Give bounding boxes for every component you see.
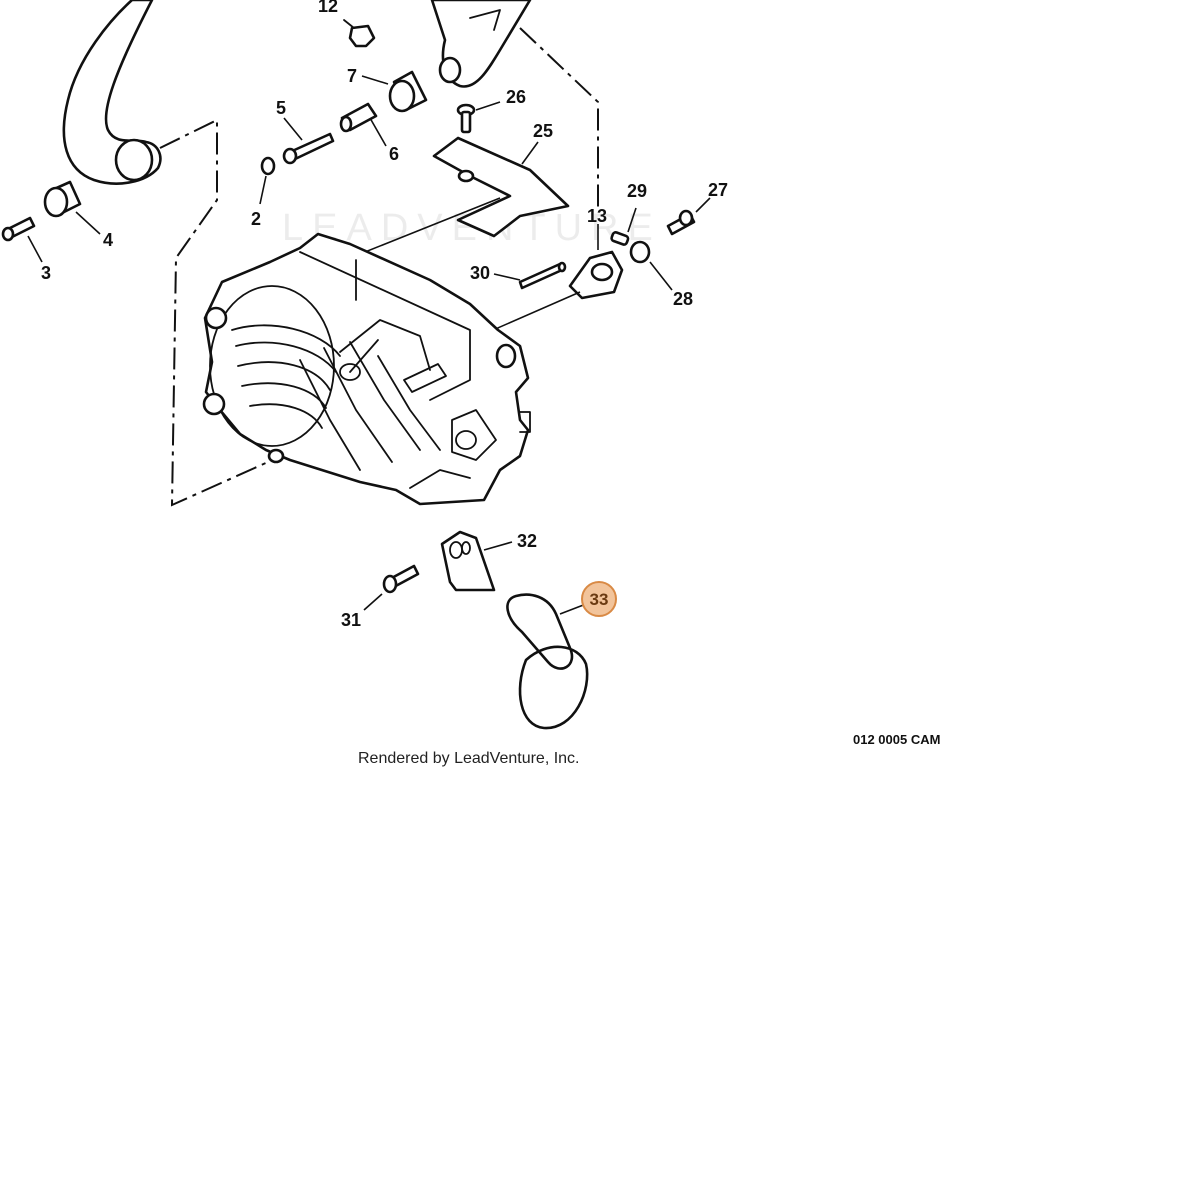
render-credit: Rendered by LeadVenture, Inc. xyxy=(358,750,580,767)
callout-4[interactable]: 4 xyxy=(103,230,113,250)
part-3-screw[interactable] xyxy=(1,216,43,263)
part-26-screw[interactable] xyxy=(456,101,501,134)
part-25-cover-plate[interactable] xyxy=(432,136,570,238)
callout-7[interactable]: 7 xyxy=(347,66,357,86)
callout-2[interactable]: 2 xyxy=(251,209,261,229)
callout-5[interactable]: 5 xyxy=(276,98,286,118)
callout-30[interactable]: 30 xyxy=(470,263,490,283)
part-31-bolt[interactable] xyxy=(363,564,420,611)
callout-33: 33 xyxy=(590,590,609,609)
handle-bracket-part[interactable] xyxy=(430,0,532,88)
part-5-bolt[interactable] xyxy=(282,117,335,165)
callout-28[interactable]: 28 xyxy=(673,289,693,309)
highlight-circle xyxy=(581,581,617,617)
part-29-pin[interactable] xyxy=(610,207,637,246)
callout-27[interactable]: 27 xyxy=(708,180,728,200)
assembly-guide-line-2 xyxy=(519,27,599,210)
part-13-seal-plate[interactable] xyxy=(568,224,624,300)
part-4-buffer[interactable] xyxy=(43,180,101,235)
part-32-bracket[interactable] xyxy=(440,530,513,592)
part-2-washer[interactable] xyxy=(259,156,276,205)
part-12-screw[interactable] xyxy=(343,19,376,48)
callout-32[interactable]: 32 xyxy=(517,531,537,551)
callout-6[interactable]: 6 xyxy=(389,144,399,164)
part-28-ring[interactable] xyxy=(629,240,673,291)
callout-26[interactable]: 26 xyxy=(506,87,526,107)
engine-housing-part[interactable] xyxy=(202,232,531,506)
callout-29[interactable]: 29 xyxy=(627,181,647,201)
callout-13[interactable]: 13 xyxy=(587,206,607,226)
callout-3[interactable]: 3 xyxy=(41,263,51,283)
callout-31[interactable]: 31 xyxy=(341,610,361,630)
part-6-sleeve[interactable] xyxy=(339,102,387,147)
callout-12[interactable]: 12 xyxy=(318,0,338,16)
callout-25[interactable]: 25 xyxy=(533,121,553,141)
diagram-code: 012 0005 CAM xyxy=(853,732,940,747)
callout-33-highlight[interactable]: 33 xyxy=(581,581,617,617)
assembly-guide-line xyxy=(159,118,269,507)
part-33-chain-loop[interactable] xyxy=(506,593,589,730)
front-handle-part[interactable] xyxy=(62,0,162,185)
part-27-screw[interactable] xyxy=(666,197,711,236)
part-30-pin[interactable] xyxy=(493,261,567,290)
part-7-buffer[interactable] xyxy=(361,70,428,113)
